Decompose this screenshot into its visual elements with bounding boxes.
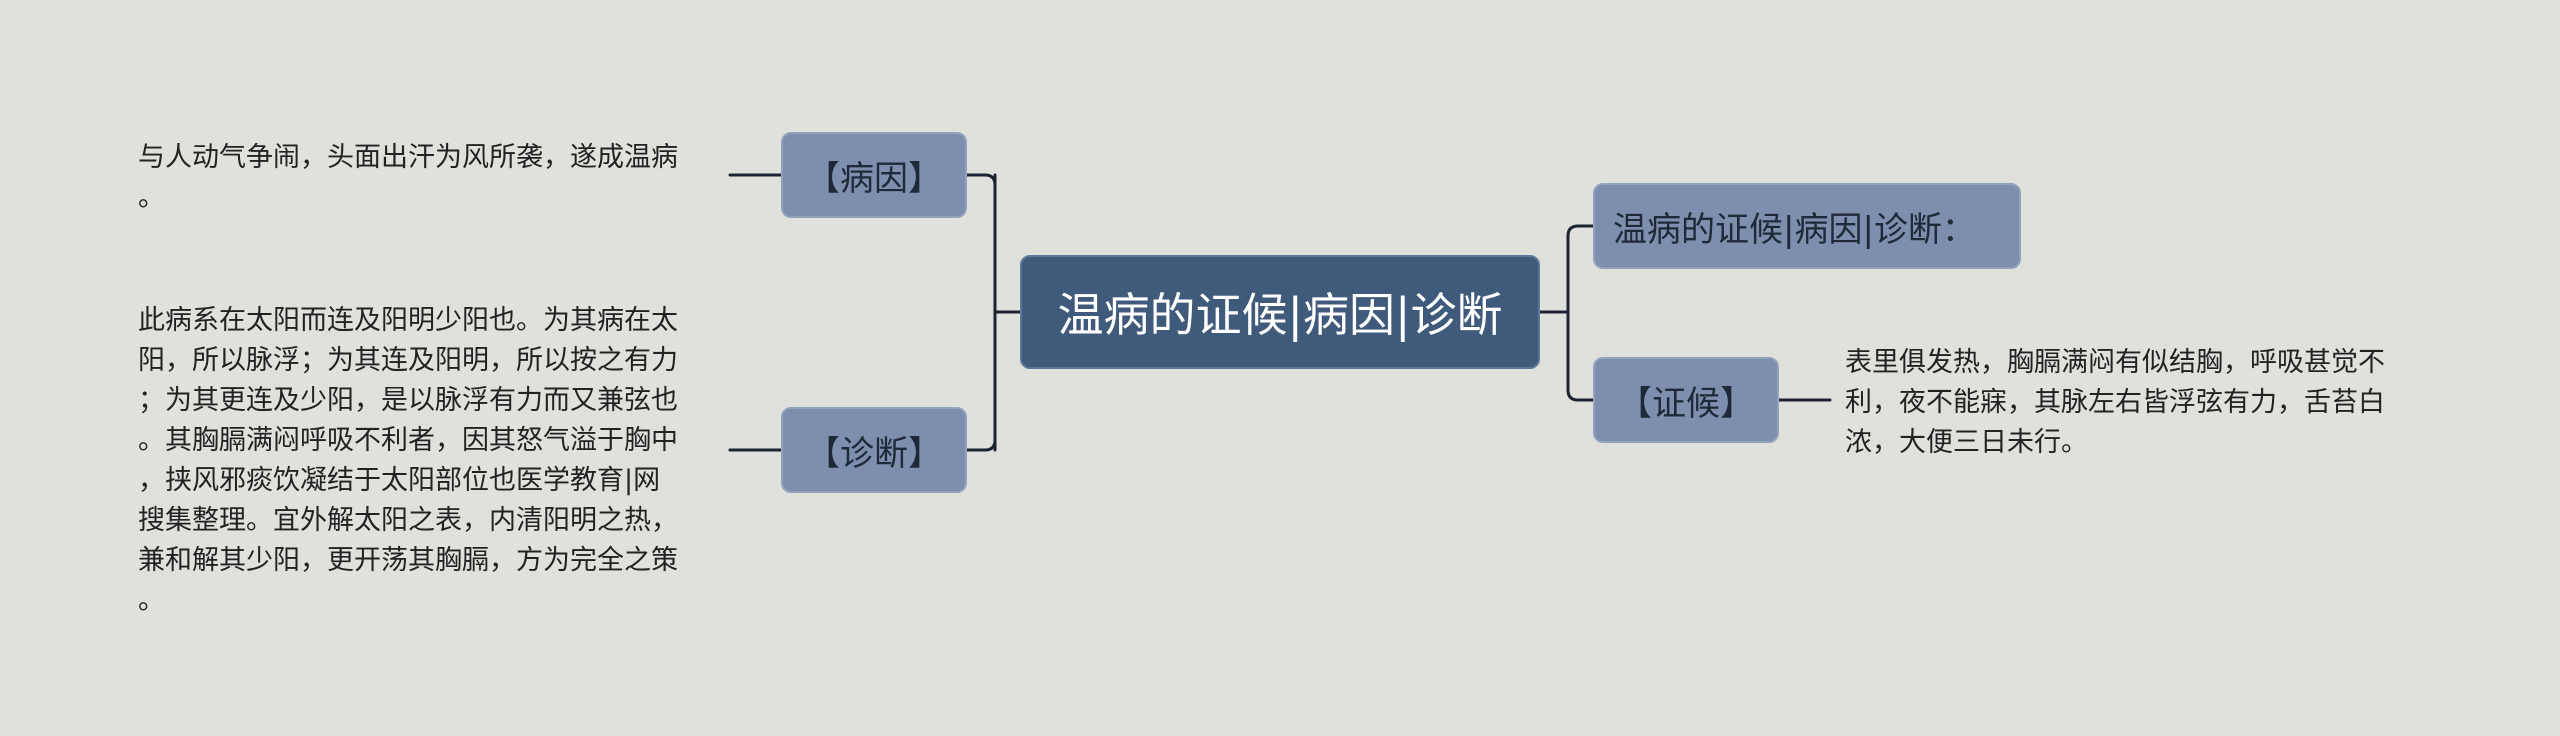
branch-zhenghou-label: 【证候】 (1618, 383, 1754, 424)
branch-title-label: 温病的证候|病因|诊断： (1613, 209, 1976, 250)
text-line: 。其胸膈满闷呼吸不利者，因其怒气溢于胸中 (138, 425, 678, 456)
leaf-zhenduan-text: 此病系在太阳而连及阳明少阳也。为其病在太 阳，所以脉浮；为其连及阳明，所以按之有… (138, 301, 678, 621)
text-line: 利，夜不能寐，其脉左右皆浮弦有力，舌苔白 (1845, 387, 2385, 418)
text-line: 与人动气争闹，头面出汗为风所袭，遂成温病 (138, 142, 678, 173)
text-line: ，挟风邪痰饮凝结于太阳部位也医学教育|网 (138, 465, 661, 496)
branch-zhenghou[interactable]: 【证候】 (1593, 357, 1779, 443)
root-topic[interactable]: 温病的证候|病因|诊断 (1020, 255, 1540, 369)
branch-zhenduan[interactable]: 【诊断】 (781, 407, 967, 493)
branch-title[interactable]: 温病的证候|病因|诊断： (1593, 183, 2021, 269)
text-line: 此病系在太阳而连及阳明少阳也。为其病在太 (138, 305, 678, 336)
text-line: 表里俱发热，胸膈满闷有似结胸，呼吸甚觉不 (1845, 347, 2385, 378)
branch-zhenduan-label: 【诊断】 (806, 433, 942, 474)
branch-bingyin[interactable]: 【病因】 (781, 132, 967, 218)
text-line: 兼和解其少阳，更开荡其胸膈，方为完全之策 (138, 545, 678, 576)
leaf-bingyin-text: 与人动气争闹，头面出汗为风所袭，遂成温病 。 (138, 138, 678, 218)
root-topic-label: 温病的证候|病因|诊断 (1057, 288, 1503, 342)
text-line: 阳，所以脉浮；为其连及阳明，所以按之有力 (138, 345, 678, 376)
branch-bingyin-label: 【病因】 (806, 158, 942, 199)
text-line: 。 (138, 585, 165, 616)
text-line: 。 (138, 182, 165, 213)
text-line: 搜集整理。宜外解太阳之表，内清阳明之热， (138, 505, 678, 536)
connector-root-to-right-branches (1538, 224, 1595, 402)
text-line: ；为其更连及少阳，是以脉浮有力而又兼弦也 (138, 385, 678, 416)
text-line: 浓，大便三日未行。 (1845, 427, 2088, 458)
connector-root-to-left-branches (965, 173, 1022, 452)
leaf-zhenghou-text: 表里俱发热，胸膈满闷有似结胸，呼吸甚觉不 利，夜不能寐，其脉左右皆浮弦有力，舌苔… (1845, 343, 2385, 463)
